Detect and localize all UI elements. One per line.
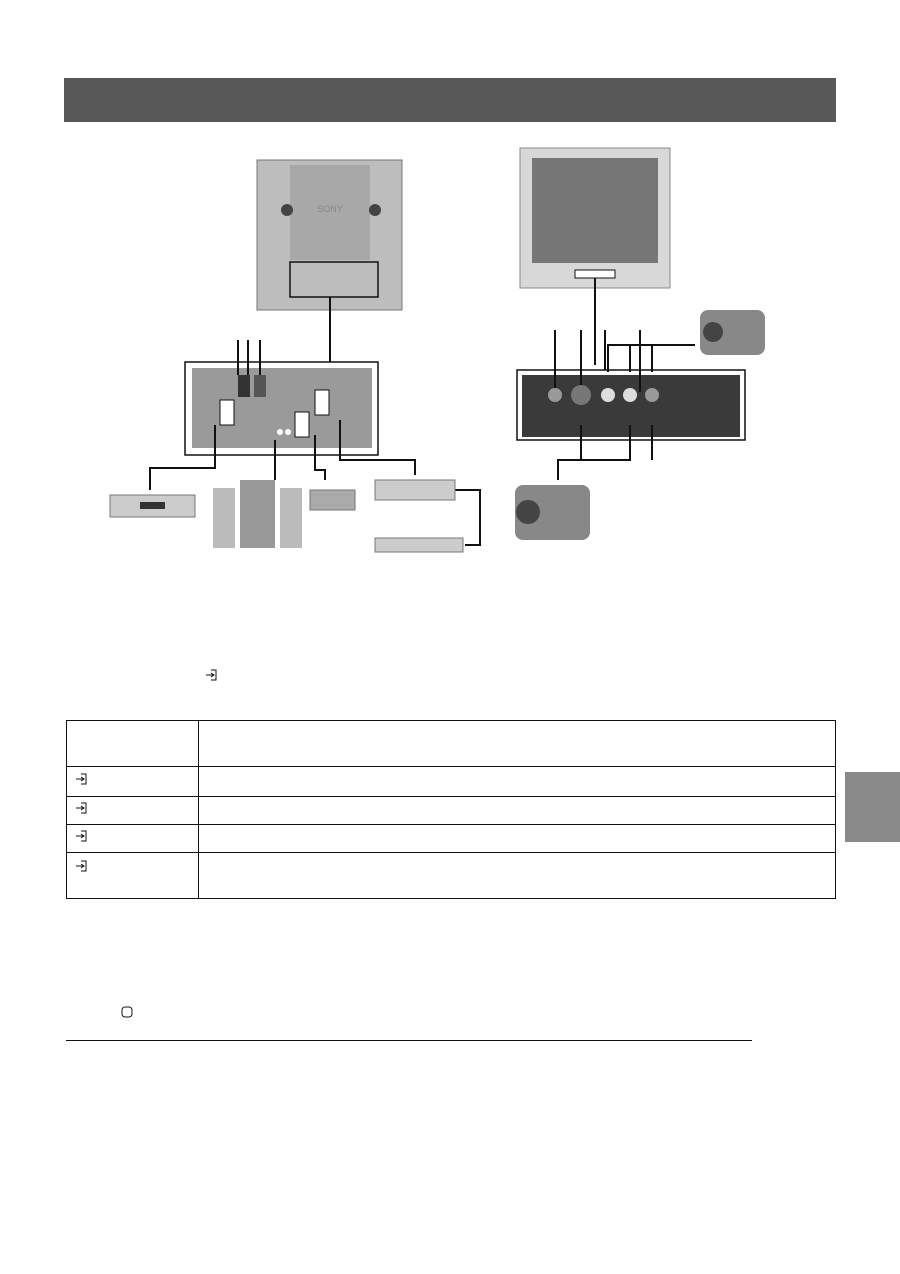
front-connection-diagram [515, 147, 765, 540]
rear-connection-diagram: SONY [109, 159, 481, 553]
vcr-device [109, 494, 196, 518]
s-video-jack [571, 385, 591, 405]
headphones-jack [548, 388, 562, 402]
camcorder-top [700, 310, 765, 355]
dvd-player-device [374, 537, 464, 553]
table-row [66, 766, 836, 797]
decoder-device [374, 479, 456, 501]
input-icon [206, 669, 217, 681]
game-console-device [309, 489, 356, 511]
audio-r-jack [645, 388, 659, 402]
input-icon [76, 802, 87, 814]
footnote-divider [66, 1040, 752, 1041]
tv-rear-image: SONY [256, 159, 403, 311]
connection-table [66, 720, 836, 899]
table-row [66, 796, 836, 825]
section-header-bar [64, 78, 836, 122]
audio-l-jack [623, 388, 637, 402]
rear-connector-panel [184, 361, 379, 456]
table-header-row [66, 720, 836, 767]
section-side-tab [845, 772, 900, 842]
video-jack [601, 388, 615, 402]
svg-text:SONY: SONY [317, 204, 343, 214]
table-row [66, 824, 836, 853]
camcorder-bottom [515, 485, 590, 540]
hifi-system-device [213, 480, 302, 548]
tv-mode-icon [121, 1006, 133, 1018]
tv-front-image [519, 147, 671, 289]
table-row [66, 852, 836, 899]
input-icon [76, 773, 87, 785]
input-icon [76, 860, 87, 872]
input-icon [76, 830, 87, 842]
